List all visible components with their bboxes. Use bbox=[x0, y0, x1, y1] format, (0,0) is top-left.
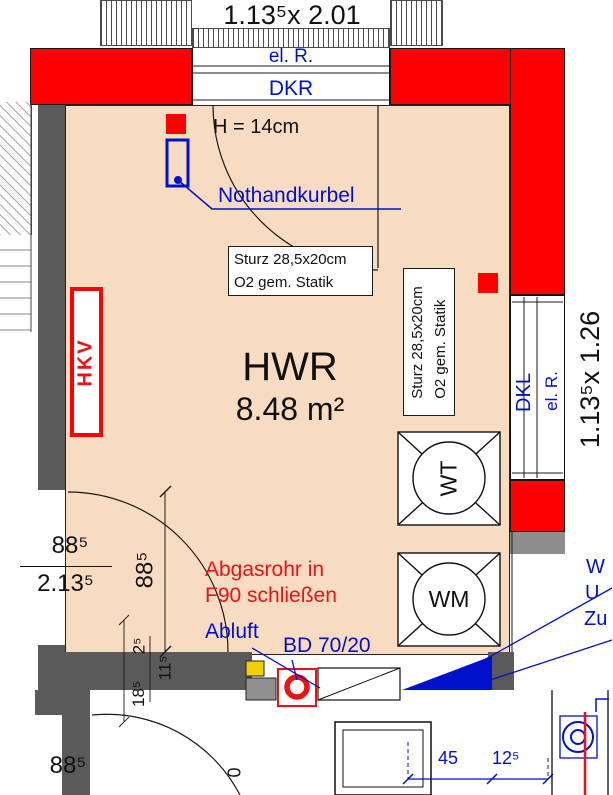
blue-dimension-bottom bbox=[402, 742, 554, 785]
room-area: 8.48 m² bbox=[235, 391, 345, 427]
wall-gray-bottom bbox=[38, 652, 252, 690]
wall-gray-right-band bbox=[510, 532, 565, 554]
dim-blue-a: 45 bbox=[438, 748, 459, 768]
flow-arrow bbox=[402, 656, 492, 690]
dim-chain-b: 18⁵ bbox=[129, 681, 148, 707]
wall-gray-left bbox=[38, 105, 65, 490]
dim-chain-d: 0 bbox=[224, 766, 245, 778]
red-marker-right bbox=[478, 273, 498, 293]
label-lintel-height: H = 14cm bbox=[213, 116, 300, 138]
fixture-yellow bbox=[245, 660, 265, 677]
label-wt: WT bbox=[435, 460, 462, 496]
hatch-diagonal-left bbox=[0, 102, 32, 235]
door-swing-arc-left bbox=[67, 491, 229, 653]
label-cut-1: W bbox=[586, 556, 605, 578]
label-hkv: HKV bbox=[75, 337, 98, 387]
door-dimension-line bbox=[159, 485, 172, 658]
note-abgasrohr-line1: Abgasrohr in bbox=[205, 558, 325, 581]
door-opening-dkr bbox=[192, 48, 390, 105]
wall-red-right-lower bbox=[510, 480, 565, 532]
dim-blue-b: 12⁵ bbox=[492, 748, 520, 768]
note-sturz-top-line2: O2 gem. Statik bbox=[234, 273, 334, 291]
hatch-block-top-right bbox=[390, 0, 443, 46]
label-el-r-right: el. R. bbox=[542, 370, 561, 411]
stair-lines-left bbox=[0, 249, 31, 331]
dim-left-divider bbox=[20, 566, 112, 567]
label-cut-2: U bbox=[585, 582, 600, 604]
dim-chain-c: 11⁵ bbox=[154, 655, 174, 681]
bottom-right-walls bbox=[551, 690, 609, 795]
label-abluft: Abluft bbox=[205, 620, 259, 643]
note-abgasrohr-line2: F90 schließen bbox=[205, 584, 337, 607]
dim-door-width: 88⁵ bbox=[131, 551, 158, 589]
note-sturz-right: Sturz 28,5x20cm O2 gem. Statik bbox=[403, 268, 455, 416]
wall-gray-bl-vertical bbox=[62, 712, 90, 795]
note-sturz-top: Sturz 28,5x20cm O2 gem. Statik bbox=[228, 246, 373, 296]
hkv-box: HKV bbox=[70, 287, 103, 437]
chain-dim-lines bbox=[118, 614, 151, 728]
dkl-frame-lines bbox=[511, 297, 563, 652]
door-swing-arc-bottom bbox=[91, 713, 241, 795]
room-name: HWR bbox=[242, 345, 338, 389]
red-marker-left bbox=[166, 114, 186, 134]
wall-red-right-column bbox=[510, 48, 565, 295]
wall-gray-bl-stub bbox=[35, 690, 90, 715]
dim-top: 1.13⁵x 2.01 bbox=[223, 0, 361, 30]
wt-symbol bbox=[397, 431, 501, 526]
blue-leader-lines bbox=[251, 587, 613, 689]
hatch-block-top-left bbox=[100, 0, 192, 46]
dim-bottom-left: 88⁵ bbox=[49, 752, 87, 779]
label-dkr: DKR bbox=[268, 77, 314, 100]
wall-red-top-left bbox=[30, 48, 192, 105]
dim-chain-a: 2⁵ bbox=[128, 637, 148, 655]
duct-symbol bbox=[317, 667, 401, 701]
hatch-band-lintel bbox=[192, 28, 390, 48]
nothandkurbel-symbol bbox=[165, 138, 401, 210]
note-sturz-top-line1: Sturz 28,5x20cm bbox=[234, 251, 347, 268]
label-bd: BD 70/20 bbox=[283, 634, 371, 657]
bottom-fixture bbox=[334, 721, 432, 795]
label-dkl: DKL bbox=[512, 373, 535, 412]
fixture-gray bbox=[245, 677, 277, 701]
wm-symbol bbox=[397, 552, 501, 647]
dim-right: 1.13⁵x 1.26 bbox=[575, 310, 606, 449]
label-el-r-top: el. R. bbox=[268, 46, 314, 67]
label-cut-3: Zu bbox=[584, 608, 608, 630]
label-nothandkurbel: Nothandkurbel bbox=[218, 184, 355, 207]
dim-left-over: 88⁵ bbox=[51, 532, 89, 559]
dkr-frame-lines bbox=[193, 65, 389, 101]
wall-gray-bottom-right-seg bbox=[488, 652, 514, 690]
dim-left-under: 2.13⁵ bbox=[37, 570, 94, 597]
label-wm: WM bbox=[428, 586, 470, 612]
